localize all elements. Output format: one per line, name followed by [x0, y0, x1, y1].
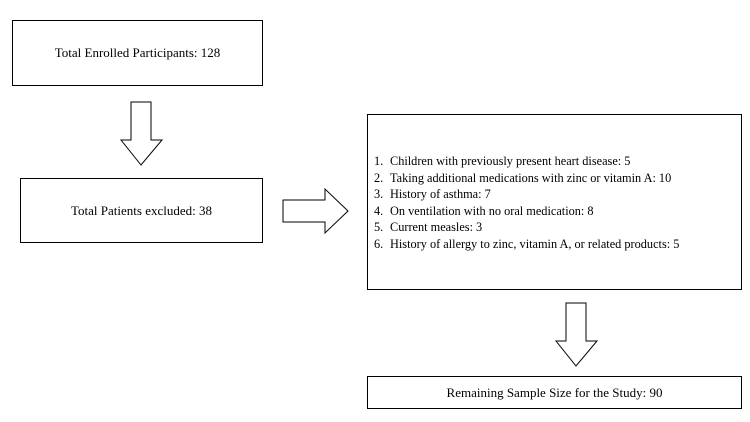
- criteria-text: History of asthma: 7: [390, 187, 491, 201]
- criteria-item: 3. History of asthma: 7: [374, 186, 741, 203]
- criteria-number: 3.: [374, 187, 384, 201]
- excluded-box: Total Patients excluded: 38: [20, 178, 263, 243]
- criteria-item: 1. Children with previously present heart…: [374, 153, 741, 170]
- criteria-item: 2. Taking additional medications with zin…: [374, 170, 741, 187]
- enrolled-box: Total Enrolled Participants: 128: [12, 20, 263, 86]
- criteria-number: 4.: [374, 203, 384, 218]
- remaining-label: Remaining Sample Size for the Study: 90: [446, 384, 663, 400]
- criteria-number: 2.: [374, 170, 384, 185]
- right-arrow: [282, 187, 349, 235]
- criteria-item: 6. History of allergy to zinc, vitamin A,…: [374, 236, 741, 253]
- exclusion-criteria-box: 1. Children with previously present heart…: [367, 114, 742, 290]
- criteria-number: 1.: [374, 154, 384, 168]
- criteria-text: History of allergy to zinc, vitamin A, o…: [390, 236, 680, 251]
- criteria-text: Current measles: 3: [390, 220, 483, 234]
- enrolled-label: Total Enrolled Participants: 128: [54, 45, 221, 60]
- criteria-number: 6.: [374, 236, 384, 251]
- criteria-number: 5.: [374, 220, 384, 234]
- remaining-box: Remaining Sample Size for the Study: 90: [367, 376, 742, 409]
- down-arrow-2: [554, 302, 599, 367]
- down-arrow-1: [119, 101, 164, 166]
- criteria-item: 5. Current measles: 3: [374, 219, 741, 236]
- excluded-label: Total Patients excluded: 38: [71, 202, 212, 218]
- criteria-item: 4. On ventilation with no oral medication…: [374, 203, 741, 220]
- exclusion-criteria-list: 1. Children with previously present heart…: [374, 153, 741, 252]
- criteria-text: On ventilation with no oral medication: …: [390, 203, 594, 218]
- criteria-text: Children with previously present heart d…: [390, 154, 631, 168]
- criteria-text: Taking additional medications with zinc …: [390, 170, 672, 185]
